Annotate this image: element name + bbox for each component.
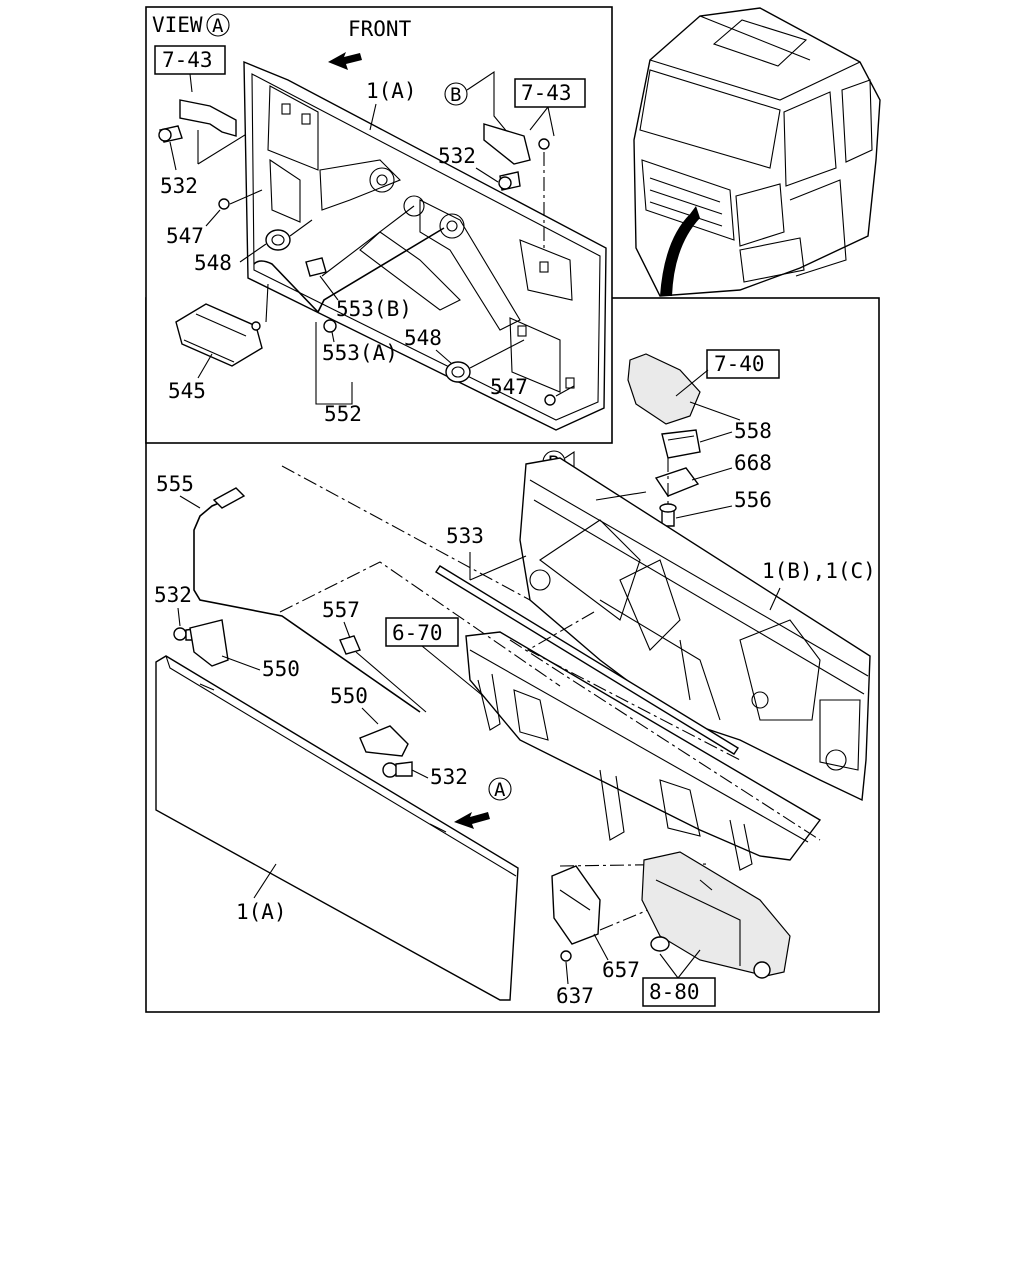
circle-a-main bbox=[488, 777, 512, 801]
label-556: 556 bbox=[734, 488, 772, 512]
part-547-nut bbox=[218, 198, 230, 210]
bracket-532-right bbox=[483, 123, 550, 191]
bracket-558 bbox=[661, 429, 701, 459]
ref-box-6-70 bbox=[385, 617, 459, 647]
label-533: 533 bbox=[446, 524, 484, 548]
label-553a: 553(A) bbox=[322, 341, 398, 365]
bracket-550-b bbox=[359, 725, 409, 757]
view-a-title: VIEW bbox=[152, 13, 203, 37]
circle-b-top-letter: B bbox=[450, 84, 461, 106]
label-1a-bottom: 1(A) bbox=[236, 900, 287, 924]
label-547-b: 547 bbox=[490, 375, 528, 399]
subframe-6-70 bbox=[465, 631, 822, 871]
label-1a-top: 1(A) bbox=[366, 79, 417, 103]
part-547-nut-right bbox=[544, 394, 556, 406]
label-637: 637 bbox=[556, 984, 594, 1008]
front-panel-1a bbox=[155, 655, 519, 1001]
ref-box-7-43-left bbox=[154, 45, 226, 75]
clip-668 bbox=[654, 467, 700, 497]
bolt-532-d bbox=[382, 761, 413, 778]
circle-b-top bbox=[444, 82, 468, 106]
ref-7-40: 7-40 bbox=[714, 352, 765, 376]
label-657: 657 bbox=[602, 958, 640, 982]
bolt-556 bbox=[659, 503, 677, 527]
duct-7-40 bbox=[627, 353, 701, 425]
label-545: 545 bbox=[168, 379, 206, 403]
part-548-grommet bbox=[265, 229, 291, 251]
label-553b: 553(B) bbox=[336, 297, 412, 321]
view-a-arrow bbox=[660, 206, 700, 296]
part-548-grommet-right bbox=[445, 361, 471, 383]
screw-637 bbox=[560, 950, 572, 962]
label-558: 558 bbox=[734, 419, 772, 443]
panel-1a-rear-view bbox=[243, 60, 607, 431]
latch-545 bbox=[175, 303, 263, 367]
ref-6-70: 6-70 bbox=[392, 621, 443, 645]
ref-box-8-80 bbox=[642, 977, 716, 1007]
label-552: 552 bbox=[324, 402, 362, 426]
label-550-a: 550 bbox=[262, 657, 300, 681]
bracket-657 bbox=[551, 865, 601, 945]
label-532-c: 532 bbox=[154, 583, 192, 607]
front-label: FRONT bbox=[348, 17, 412, 41]
ref-box-7-43-right bbox=[514, 78, 586, 108]
ref-8-80: 8-80 bbox=[649, 980, 700, 1004]
label-1b-1c: 1(B),1(C) bbox=[762, 559, 876, 583]
bracket-550-a bbox=[189, 619, 229, 667]
truck-cab-illustration bbox=[633, 7, 881, 297]
clip-557 bbox=[339, 635, 361, 655]
ref-box-7-40 bbox=[706, 349, 780, 379]
clip-553a bbox=[323, 319, 337, 333]
label-557: 557 bbox=[322, 598, 360, 622]
view-a-circle-letter: A bbox=[212, 15, 224, 37]
label-532-d: 532 bbox=[430, 765, 468, 789]
label-548-a: 548 bbox=[194, 251, 232, 275]
label-668: 668 bbox=[734, 451, 772, 475]
tank-8-80 bbox=[641, 851, 791, 979]
label-532-b: 532 bbox=[438, 144, 476, 168]
arrow-a-main bbox=[454, 812, 490, 829]
ref-7-43-right: 7-43 bbox=[521, 81, 572, 105]
circle-a-main-letter: A bbox=[494, 779, 506, 801]
rod-552 bbox=[253, 227, 445, 314]
label-548-b: 548 bbox=[404, 326, 442, 350]
ref-7-43-left: 7-43 bbox=[162, 48, 213, 72]
label-547-a: 547 bbox=[166, 224, 204, 248]
label-555: 555 bbox=[156, 472, 194, 496]
label-532-a: 532 bbox=[160, 174, 198, 198]
view-a-circle bbox=[206, 13, 230, 37]
front-arrow bbox=[328, 52, 362, 70]
clip-553b bbox=[305, 257, 327, 277]
label-550-b: 550 bbox=[330, 684, 368, 708]
cable-555 bbox=[193, 493, 421, 713]
cowl-panel-1b-1c bbox=[519, 457, 871, 802]
seal-strip-533 bbox=[435, 565, 739, 755]
bracket-532-left bbox=[158, 99, 237, 143]
